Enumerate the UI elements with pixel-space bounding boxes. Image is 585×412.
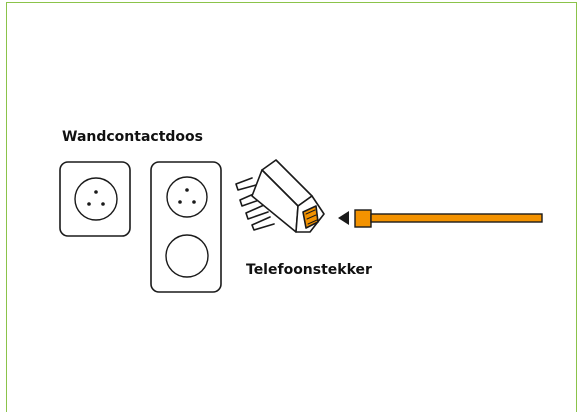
wall-socket-single-icon [59, 161, 131, 237]
arrow-left-icon [338, 211, 349, 225]
telephone-plug-icon [235, 159, 325, 233]
wall-socket-double-icon [150, 161, 222, 293]
phone-plug-label: Telefoonstekker [246, 262, 372, 278]
wall-socket-label: Wandcontactdoos [62, 129, 203, 145]
cable-connector-icon [354, 209, 543, 228]
